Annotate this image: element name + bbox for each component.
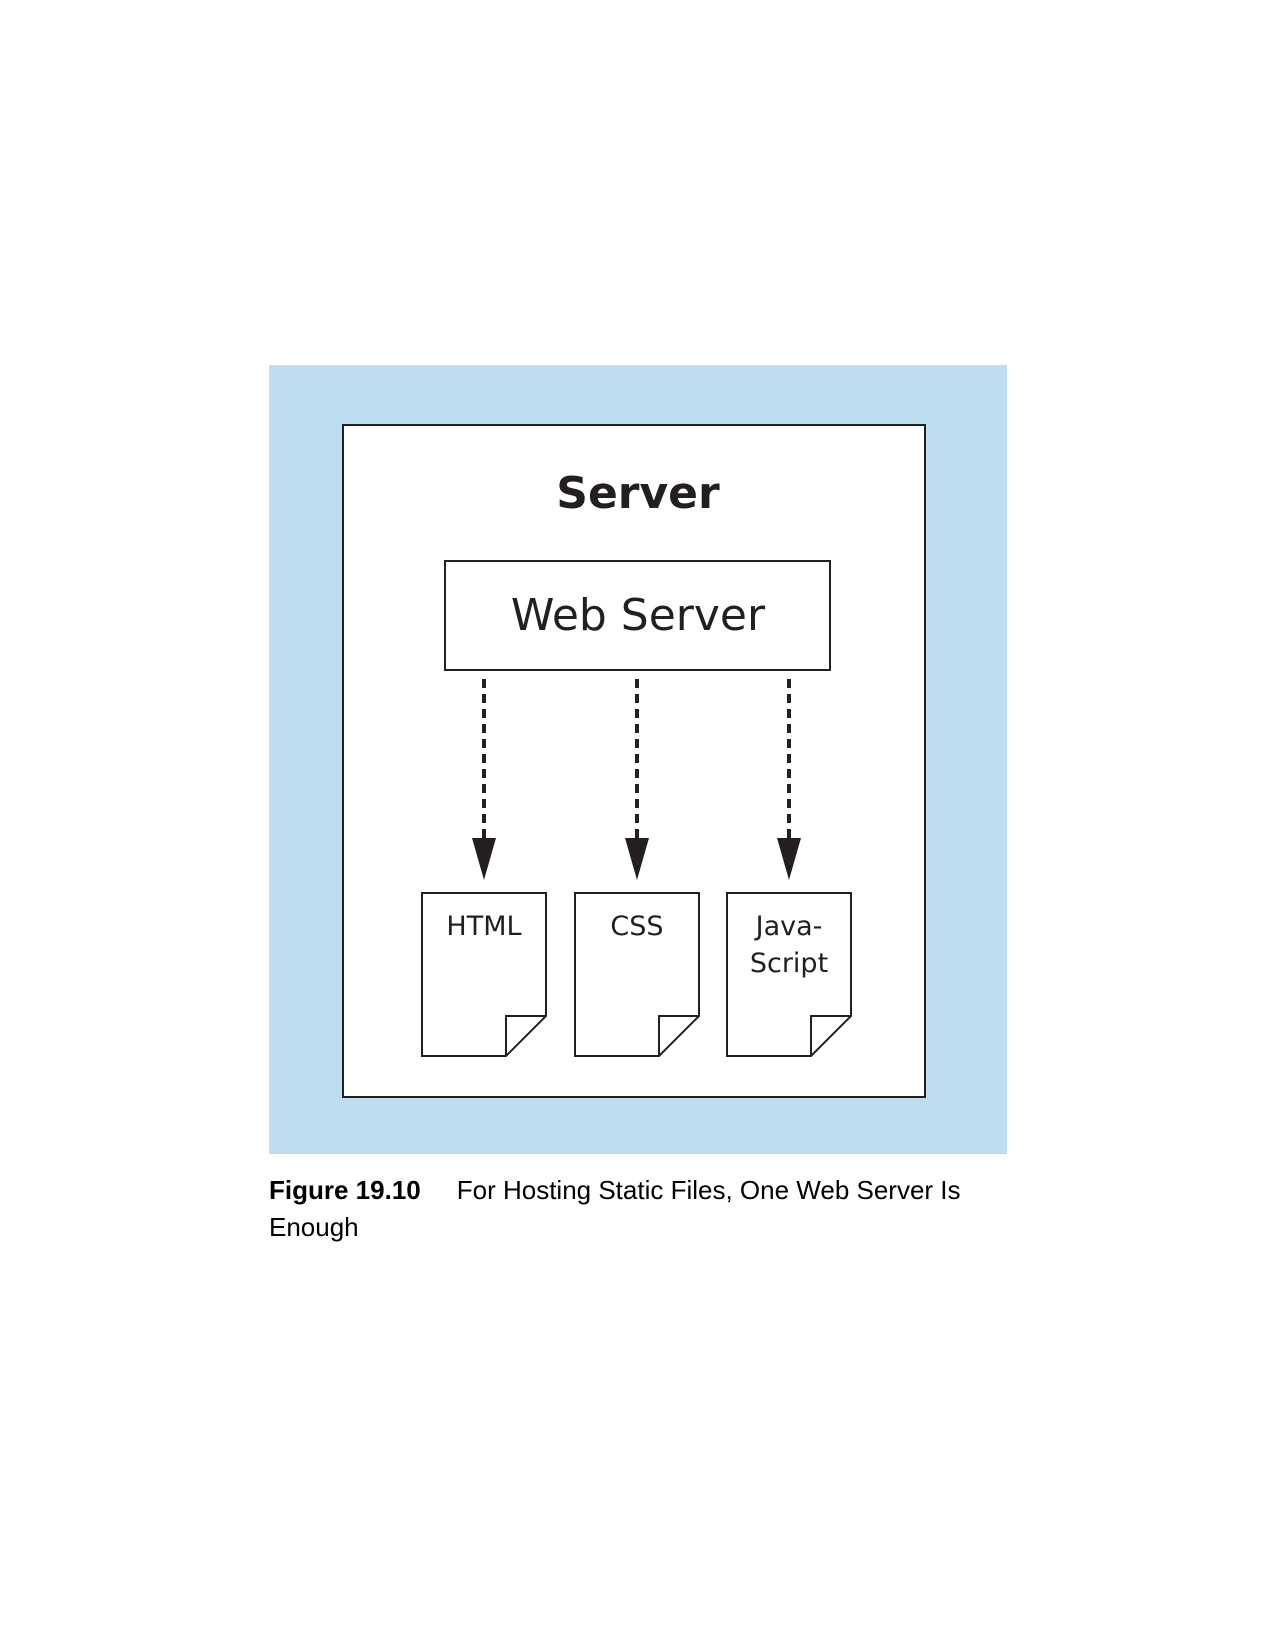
folded-corner-icon [658, 1015, 699, 1056]
figure-number: Figure 19.10 [269, 1175, 421, 1205]
web-server-box [444, 560, 831, 671]
file-label: Java- [754, 911, 823, 942]
folded-corner-icon [505, 1015, 546, 1056]
file-label: CSS [610, 911, 663, 942]
folded-corner-icon [810, 1015, 851, 1056]
web-server-label: Web Server [511, 590, 766, 641]
server-label: Server [556, 468, 720, 519]
arrows-group [472, 679, 801, 880]
diagram-canvas: Server Web Server HTML CSS Java- Script [421, 468, 852, 1057]
figure-caption-text: For Hosting Static Files, One Web Server… [269, 1175, 961, 1242]
file-label: Script [750, 948, 828, 979]
figure-panel: Server Web Server HTML CSS Java- Script [269, 365, 1007, 1154]
arrow-head-icon [625, 838, 649, 880]
arrow-head-icon [472, 838, 496, 880]
file-label: HTML [446, 911, 521, 942]
arrow-head-icon [777, 838, 801, 880]
files-group: HTML CSS Java- Script [421, 892, 852, 1057]
